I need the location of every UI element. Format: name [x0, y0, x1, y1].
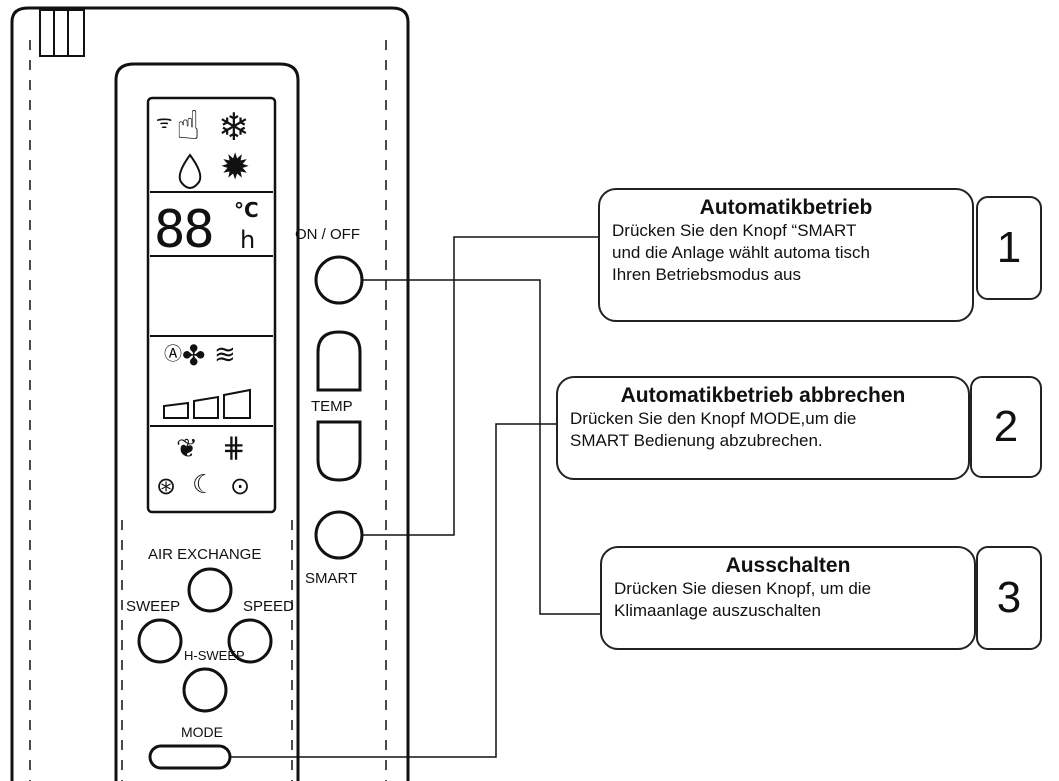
speed-label: SPEED	[243, 598, 294, 615]
air-exchange-button[interactable]	[189, 569, 231, 611]
hours-unit: h	[240, 226, 256, 254]
callout-switch-off: Ausschalten Drücken Sie diesen Knopf, um…	[600, 546, 976, 650]
on-off-button[interactable]	[316, 257, 362, 303]
sun-icon: ✹	[220, 147, 251, 188]
fan-speed-bars-icon	[163, 388, 251, 419]
h-sweep-label: H-SWEEP	[184, 648, 245, 663]
water-drop-icon	[178, 153, 202, 189]
fan-icon: ✤	[182, 339, 206, 372]
mode-button[interactable]	[150, 746, 230, 768]
battery-cover-tab	[39, 9, 85, 57]
callout-line: und die Anlage wählt automa tisch	[612, 243, 871, 262]
h-sweep-button[interactable]	[184, 669, 226, 711]
callout-title: Ausschalten	[725, 554, 851, 577]
signal-icon: ᯤ	[156, 112, 173, 133]
step-number-badge: 2	[970, 376, 1042, 478]
connector-mode-to-callout-2	[230, 423, 556, 758]
temp-down-button[interactable]	[318, 422, 360, 480]
callout-line: Drücken Sie den Knopf “SMART	[612, 221, 857, 240]
callout-line: Drücken Sie den Knopf MODE,um die	[570, 409, 857, 428]
timer-icon: ⊙	[230, 472, 251, 500]
h-sweep-button-shape	[182, 667, 228, 713]
step-number-badge: 3	[976, 546, 1042, 650]
temp-up-button-shape	[316, 330, 362, 392]
mode-label: MODE	[181, 724, 223, 740]
callout-cancel-automatic-mode: Automatikbetrieb abbrechen Drücken Sie d…	[556, 376, 970, 480]
lcd-temperature-digits: 88	[154, 200, 215, 260]
temp-up-button[interactable]	[318, 332, 360, 390]
callout-line: Klimaanlage auszuschalten	[614, 601, 821, 620]
temp-label: TEMP	[311, 398, 353, 415]
defrost-icon: ⋕	[222, 431, 246, 464]
celsius-unit: °C	[234, 198, 259, 222]
hand-icon: ☝	[176, 103, 201, 149]
leaf-icon: ❦	[176, 434, 198, 464]
callout-line: Ihren Betriebsmodus aus	[612, 265, 801, 284]
callout-automatic-mode: Automatikbetrieb Drücken Sie den Knopf “…	[598, 188, 974, 322]
smart-button[interactable]	[316, 512, 362, 558]
callout-title: Automatikbetrieb	[699, 196, 873, 219]
air-exchange-icon: ⊛	[156, 472, 177, 500]
air-exchange-label: AIR EXCHANGE	[148, 546, 262, 563]
air-exchange-button-shape	[187, 567, 233, 613]
connector-onoff-to-callout-3	[362, 279, 600, 615]
sweep-label: SWEEP	[126, 598, 181, 615]
sleep-moon-icon: ☾	[192, 470, 216, 500]
callout-line: Drücken Sie diesen Knopf, um die	[614, 579, 872, 598]
speed-button[interactable]	[229, 620, 271, 662]
on-off-label: ON / OFF	[295, 226, 360, 243]
speed-button-shape	[227, 618, 273, 664]
callout-line: SMART Bedienung abzubrechen.	[570, 431, 823, 450]
lcd-screen	[146, 96, 277, 514]
auto-fan-icon: Ⓐ	[164, 344, 182, 365]
sweep-button[interactable]	[139, 620, 181, 662]
temp-down-button-shape	[316, 420, 362, 482]
connector-smart-to-callout-1	[362, 236, 598, 536]
smart-label: SMART	[305, 570, 358, 587]
heat-waves-icon: ≋	[214, 340, 236, 370]
callout-title: Automatikbetrieb abbrechen	[620, 384, 906, 407]
step-number-badge: 1	[976, 196, 1042, 300]
sweep-button-shape	[137, 618, 183, 664]
snowflake-icon: ❄	[218, 105, 250, 149]
